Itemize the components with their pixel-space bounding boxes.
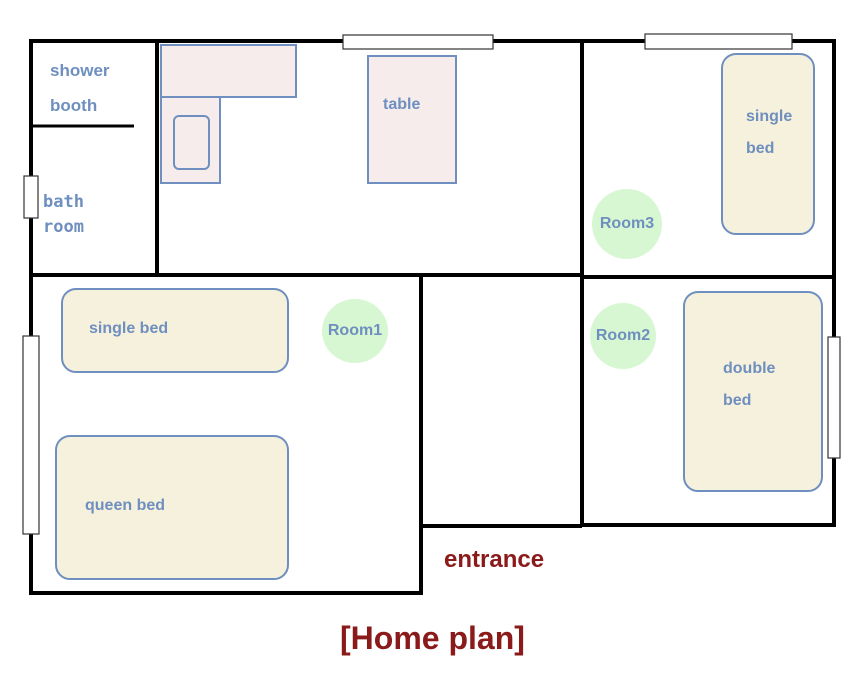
bathroom-fixtures xyxy=(160,44,297,184)
room1-queen-bed xyxy=(55,435,289,580)
booth-label: booth xyxy=(50,96,98,115)
window-room2 xyxy=(827,336,841,459)
window-top-right xyxy=(644,33,793,50)
entrance-label: entrance xyxy=(444,546,545,573)
room2-double-label: double xyxy=(723,360,776,377)
left-block-outline xyxy=(29,39,584,277)
room1-queen-bed-label: queen bed xyxy=(85,497,166,514)
room2-badge: Room2 xyxy=(590,303,656,369)
window-top-center xyxy=(342,34,494,50)
beds xyxy=(55,53,823,580)
windows xyxy=(22,33,841,535)
room1-badge: Room1 xyxy=(322,299,388,363)
room2-bed-label: bed xyxy=(723,392,752,409)
room2-double-bed xyxy=(683,291,823,492)
room1-single-bed-label: single bed xyxy=(89,320,169,337)
toilet-bowl xyxy=(173,115,210,170)
room3-single-bed xyxy=(721,53,815,235)
window-bathroom xyxy=(23,175,39,219)
room-label: room xyxy=(43,217,84,237)
room3-bed-label: bed xyxy=(746,140,775,157)
sink-counter xyxy=(160,44,297,98)
bath-label: bath xyxy=(43,192,84,212)
shower-label: shower xyxy=(50,61,110,80)
table-shape xyxy=(367,55,457,184)
table-label: table xyxy=(383,96,421,113)
room3-badge: Room3 xyxy=(592,189,662,259)
room3-single-label: single xyxy=(746,108,793,125)
room1-single-bed xyxy=(61,288,289,373)
window-room1 xyxy=(22,335,40,535)
page-title: [Home plan] xyxy=(340,620,525,656)
